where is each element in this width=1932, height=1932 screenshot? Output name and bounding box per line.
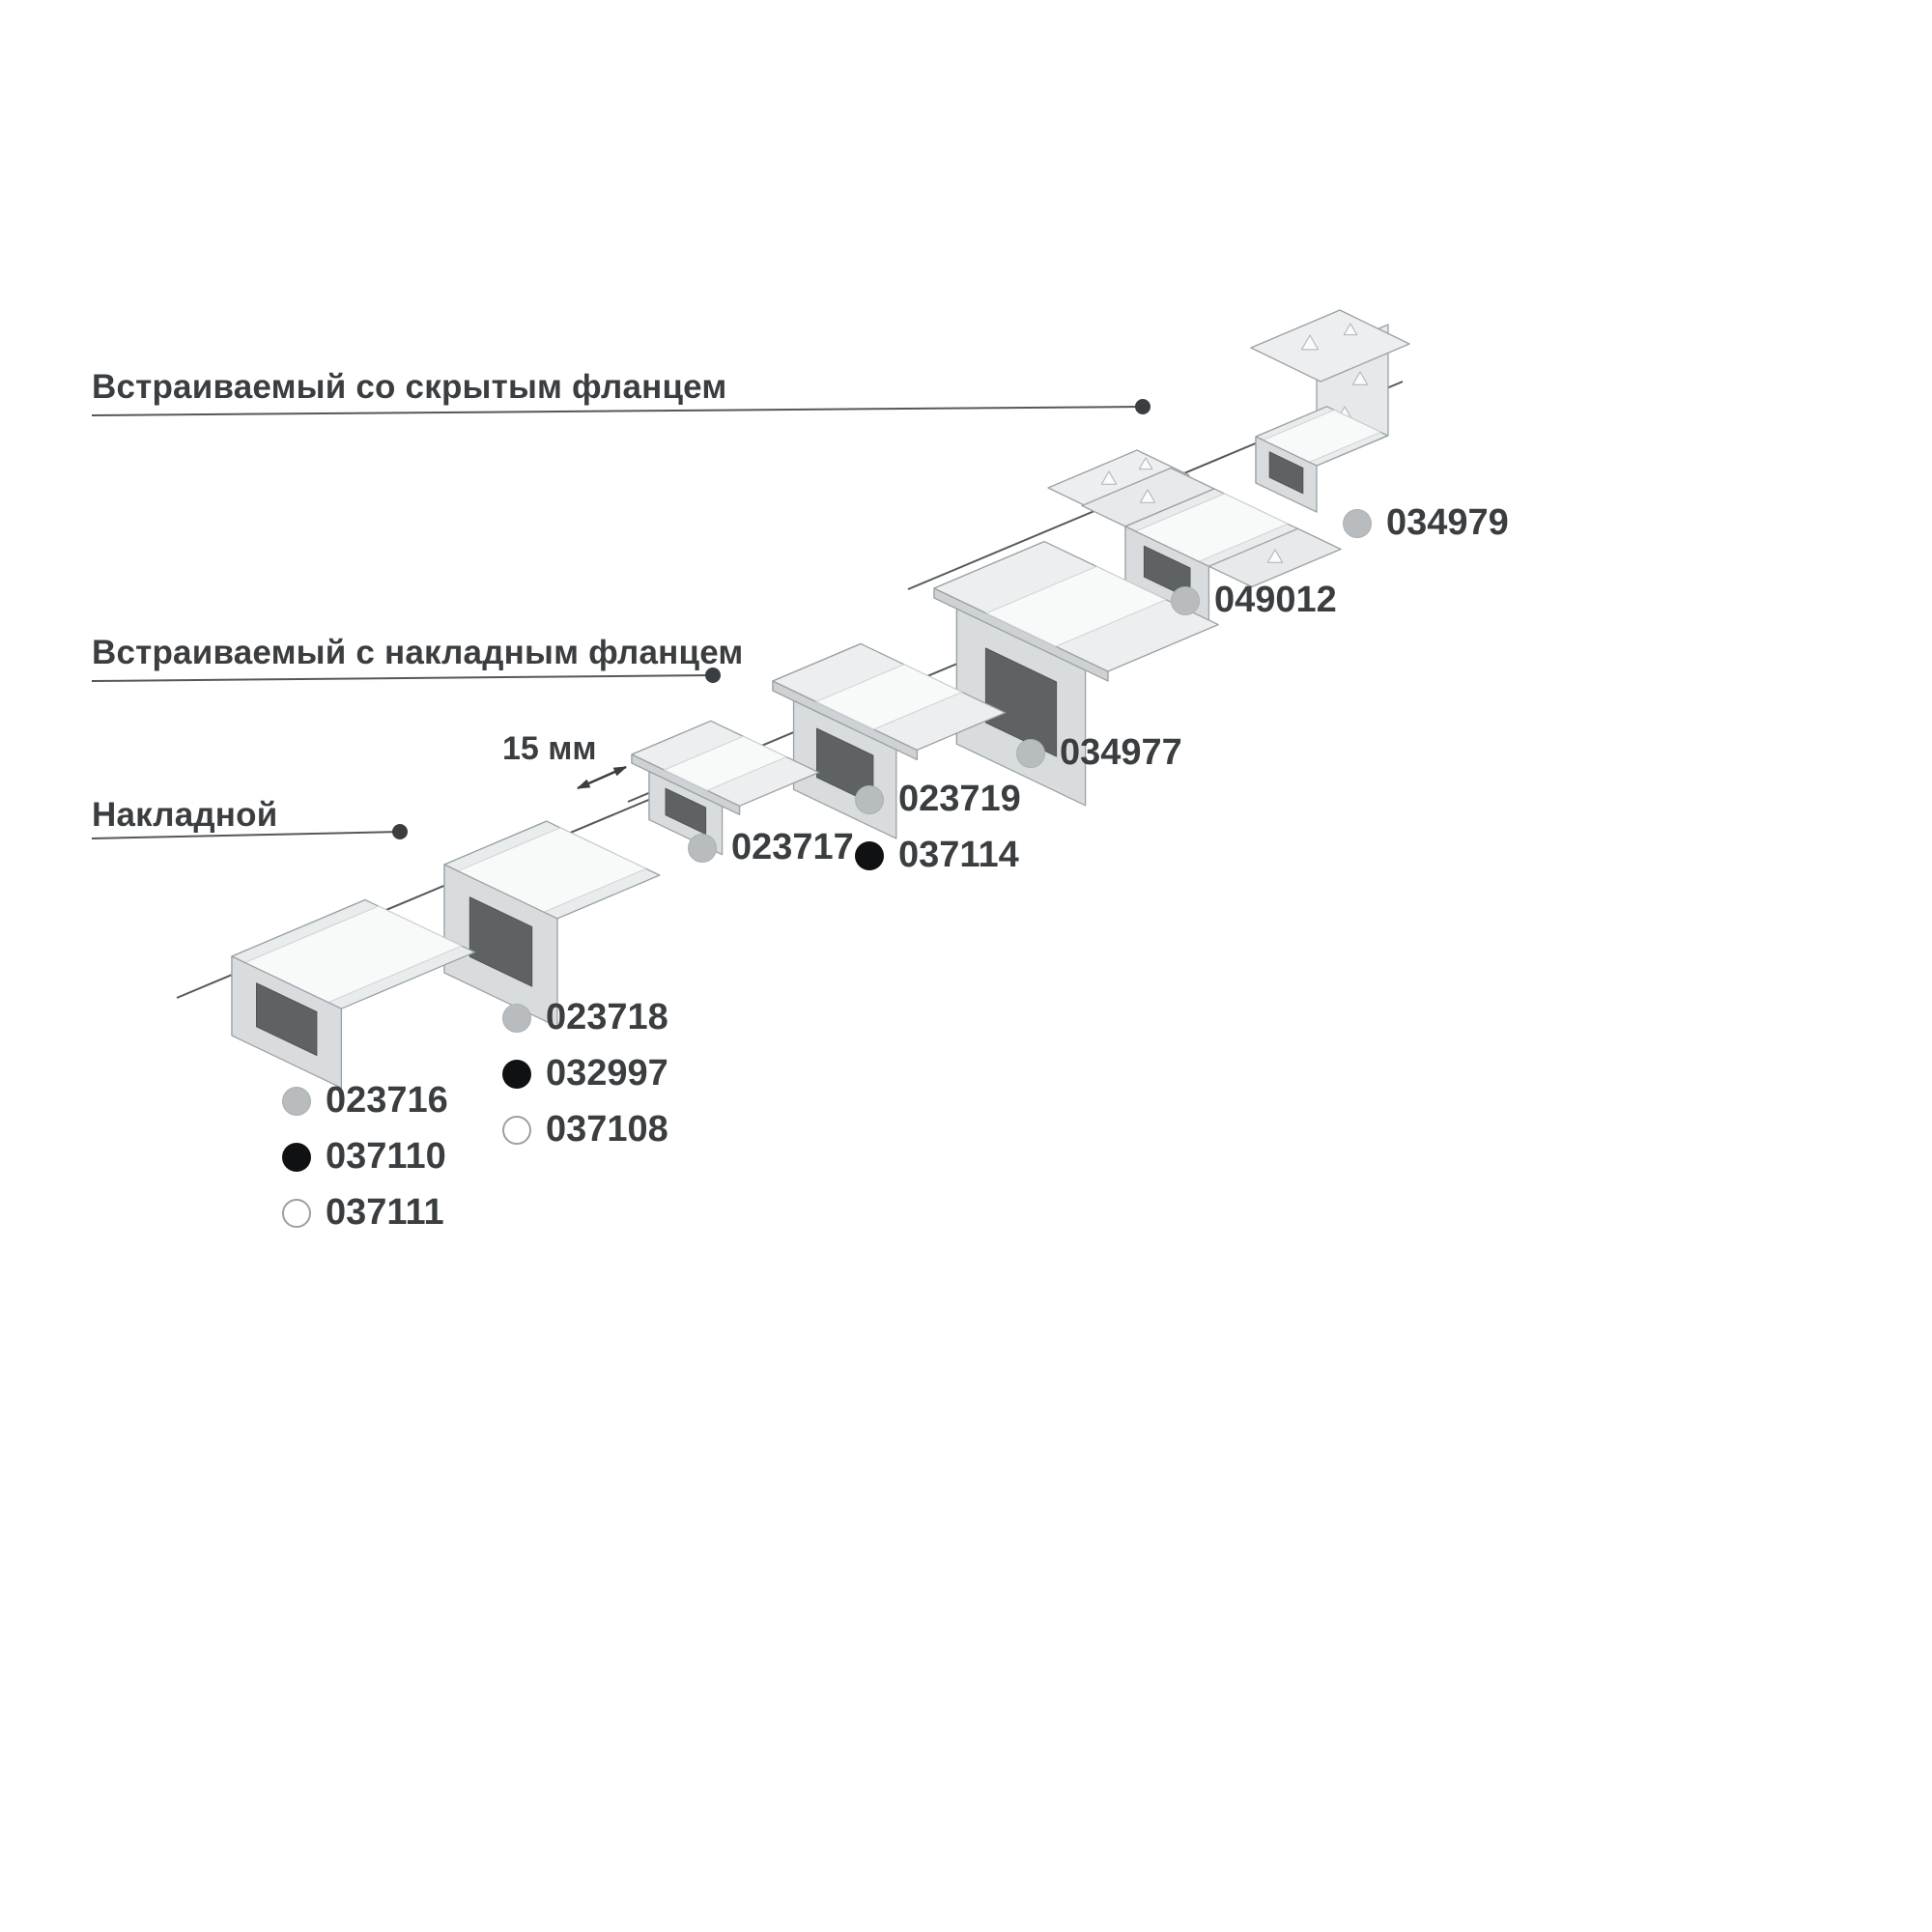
product-code-row: 037110 bbox=[282, 1136, 448, 1178]
product-code-row: 034979 bbox=[1343, 502, 1509, 544]
finish-swatch-icon bbox=[1343, 508, 1372, 538]
category-label-surface-mounted: Накладной bbox=[92, 796, 278, 834]
category-label-recessed-hidden-flange: Встраиваемый со скрытым фланцем bbox=[92, 368, 727, 406]
code-group-surface-profile-tall: 023718 032997 037108 bbox=[502, 997, 668, 1151]
product-code: 037111 bbox=[326, 1192, 444, 1233]
finish-swatch-icon bbox=[282, 1086, 311, 1116]
finish-swatch-icon bbox=[1016, 738, 1045, 768]
code-group-surface-profile-small: 023716 037110 037111 bbox=[282, 1080, 448, 1234]
finish-swatch-icon bbox=[1171, 585, 1200, 615]
product-code-row: 037114 bbox=[855, 835, 1021, 876]
finish-swatch-icon bbox=[688, 833, 717, 863]
product-code-row: 032997 bbox=[502, 1053, 668, 1094]
code-group-hidden-flange-profile: 049012 bbox=[1171, 580, 1337, 621]
product-code: 023716 bbox=[326, 1080, 448, 1121]
code-group-recessed-profile-small: 023717 bbox=[688, 827, 854, 868]
product-code: 037108 bbox=[546, 1109, 668, 1150]
dimension-label: 15 мм bbox=[502, 730, 597, 767]
product-code: 032997 bbox=[546, 1053, 668, 1094]
category-label-recessed-surface-flange: Встраиваемый с накладным фланцем bbox=[92, 634, 744, 671]
product-code-row: 023716 bbox=[282, 1080, 448, 1122]
product-code-row: 023717 bbox=[688, 827, 854, 868]
product-code-row: 037111 bbox=[282, 1192, 448, 1234]
code-group-recessed-profile-mid: 023719 037114 bbox=[855, 779, 1021, 876]
finish-swatch-icon bbox=[502, 1059, 531, 1089]
code-group-hidden-flange-corner: 034979 bbox=[1343, 502, 1509, 544]
finish-swatch-icon bbox=[502, 1115, 531, 1145]
product-code-row: 037108 bbox=[502, 1109, 668, 1151]
product-code: 034979 bbox=[1386, 502, 1509, 543]
product-code-row: 049012 bbox=[1171, 580, 1337, 621]
product-code: 049012 bbox=[1214, 580, 1337, 620]
finish-swatch-icon bbox=[855, 840, 884, 870]
finish-swatch-icon bbox=[282, 1142, 311, 1172]
product-code: 023718 bbox=[546, 997, 668, 1037]
finish-swatch-icon bbox=[502, 1003, 531, 1033]
product-code: 023719 bbox=[898, 779, 1021, 819]
product-code: 037114 bbox=[898, 835, 1019, 875]
code-group-recessed-profile-large: 034977 bbox=[1016, 732, 1182, 774]
product-code: 023717 bbox=[731, 827, 854, 867]
finish-swatch-icon bbox=[855, 784, 884, 814]
product-code-row: 023718 bbox=[502, 997, 668, 1038]
product-code: 037110 bbox=[326, 1136, 446, 1177]
finish-swatch-icon bbox=[282, 1198, 311, 1228]
product-code-row: 023719 bbox=[855, 779, 1021, 820]
product-code-row: 034977 bbox=[1016, 732, 1182, 774]
product-code: 034977 bbox=[1060, 732, 1182, 773]
